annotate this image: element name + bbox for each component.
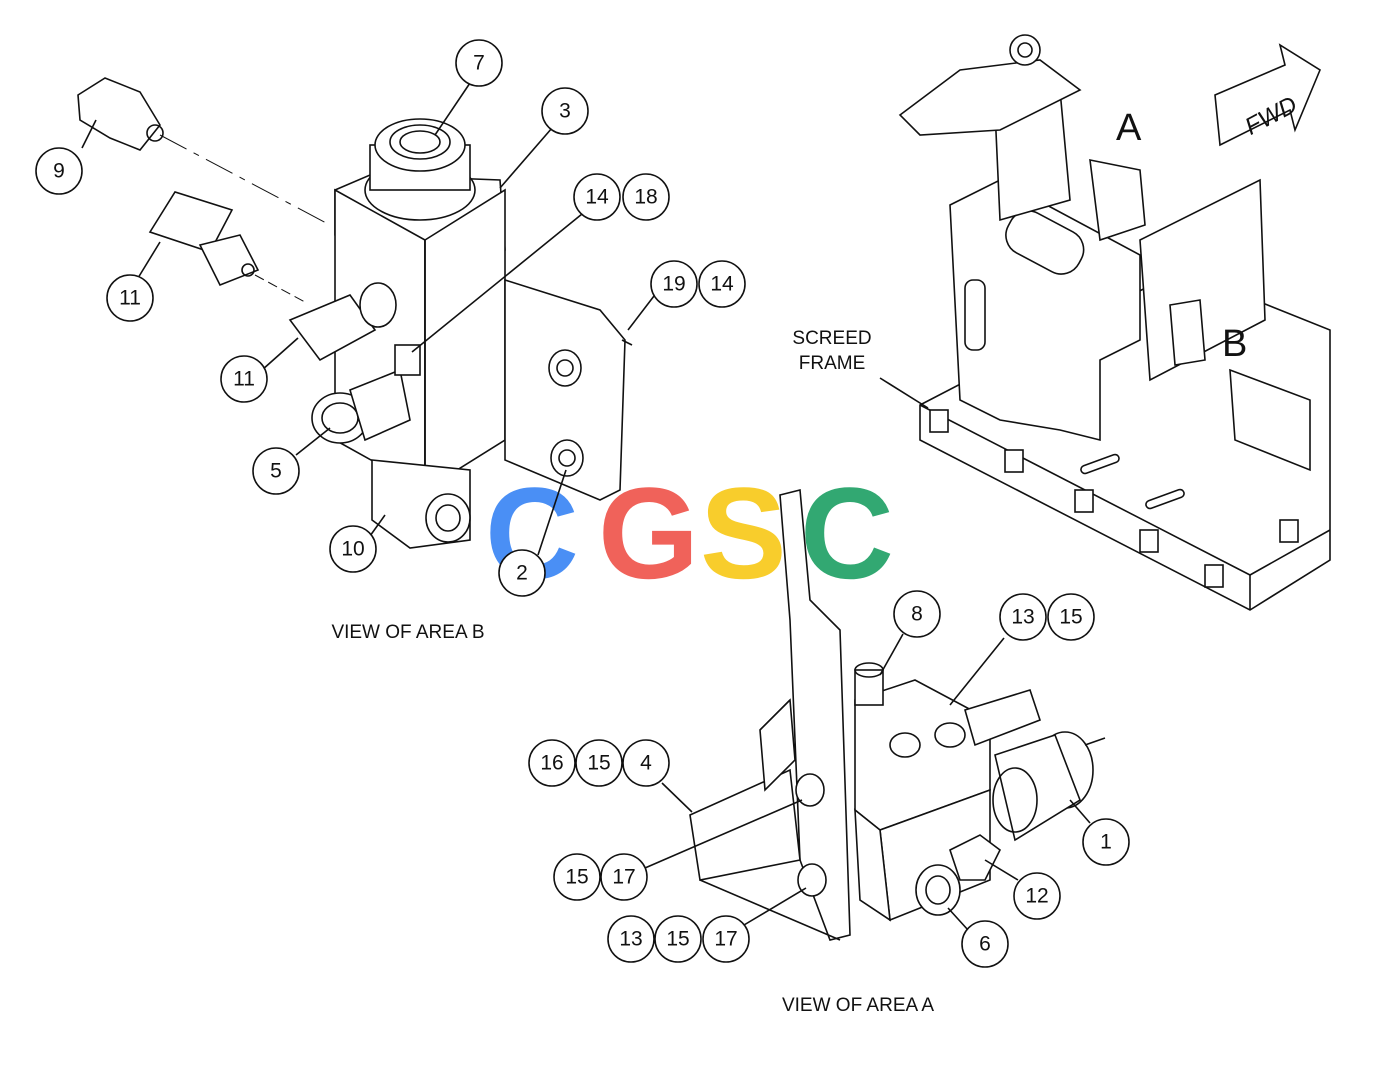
callout-a17a: 17	[600, 853, 648, 901]
svg-text:19: 19	[662, 273, 685, 296]
svg-text:16: 16	[540, 752, 563, 775]
svg-text:10: 10	[341, 538, 364, 561]
callout-a4: 4	[622, 739, 670, 787]
view-area-a-caption: VIEW OF AREA A	[782, 995, 934, 1016]
callout-a15c: 15	[553, 853, 601, 901]
svg-text:1: 1	[1100, 831, 1112, 854]
svg-text:11: 11	[119, 287, 141, 310]
view-area-b-caption: VIEW OF AREA B	[331, 622, 484, 643]
callout-a13b: 13	[607, 915, 655, 963]
svg-text:7: 7	[473, 52, 485, 75]
callout-b9: 9	[35, 147, 83, 195]
callout-leaders	[81, 82, 1091, 931]
callout-b19: 19	[650, 260, 698, 308]
svg-text:13: 13	[1011, 606, 1034, 629]
callout-b11a: 11	[106, 274, 154, 322]
svg-text:12: 12	[1025, 885, 1048, 908]
svg-text:2: 2	[516, 562, 528, 585]
callout-b3: 3	[541, 87, 589, 135]
area-b-valve-assembly	[77, 77, 633, 549]
callout-a6: 6	[961, 920, 1009, 968]
callout-a1: 1	[1082, 818, 1130, 866]
svg-text:3: 3	[559, 100, 571, 123]
callout-a15d: 15	[654, 915, 702, 963]
svg-text:17: 17	[714, 928, 737, 951]
svg-text:18: 18	[634, 186, 657, 209]
callout-b10: 10	[329, 525, 377, 573]
callout-a17b: 17	[702, 915, 750, 963]
area-a-valve-bracket	[689, 488, 1106, 941]
fwd-arrow-icon: FWD	[1214, 43, 1321, 147]
watermark-letter-c2: C	[800, 460, 894, 606]
callout-b18: 18	[622, 173, 670, 221]
svg-text:14: 14	[585, 186, 609, 209]
svg-text:8: 8	[911, 603, 923, 626]
svg-text:14: 14	[710, 273, 734, 296]
cgsc-watermark: C G S C	[485, 460, 894, 606]
callout-b5: 5	[252, 447, 300, 495]
svg-text:11: 11	[233, 368, 255, 391]
svg-text:5: 5	[270, 460, 282, 483]
callout-a15b: 15	[575, 739, 623, 787]
svg-text:15: 15	[565, 866, 588, 889]
svg-text:13: 13	[619, 928, 642, 951]
screed-frame-label-line2: FRAME	[799, 353, 866, 374]
callout-b14b: 14	[698, 260, 746, 308]
callout-a16: 16	[528, 739, 576, 787]
callout-a15a: 15	[1047, 593, 1095, 641]
svg-text:15: 15	[587, 752, 610, 775]
callout-b14a: 14	[573, 173, 621, 221]
callout-b11b: 11	[220, 355, 268, 403]
screed-frame-label-line1: SCREED	[792, 328, 871, 349]
callout-a13a: 13	[999, 593, 1047, 641]
callout-a12: 12	[1013, 872, 1061, 920]
screed-frame-overview	[898, 34, 1331, 611]
svg-text:9: 9	[53, 160, 65, 183]
callout-b7: 7	[455, 39, 503, 87]
screed-frame-leader	[879, 377, 929, 409]
watermark-letter-g: G	[598, 460, 699, 606]
svg-text:4: 4	[640, 752, 652, 775]
callout-a8: 8	[893, 590, 941, 638]
watermark-letter-s: S	[700, 460, 787, 606]
svg-text:17: 17	[612, 866, 635, 889]
svg-text:15: 15	[666, 928, 689, 951]
area-b-letter: B	[1222, 323, 1247, 365]
callout-b2: 2	[498, 549, 546, 597]
area-a-letter: A	[1116, 107, 1142, 149]
svg-text:6: 6	[979, 933, 991, 956]
callout-bubbles: 7 3 9 14 18 11 11 19 14 5 10 2 8 13 15 1…	[35, 39, 1130, 968]
svg-text:15: 15	[1059, 606, 1082, 629]
